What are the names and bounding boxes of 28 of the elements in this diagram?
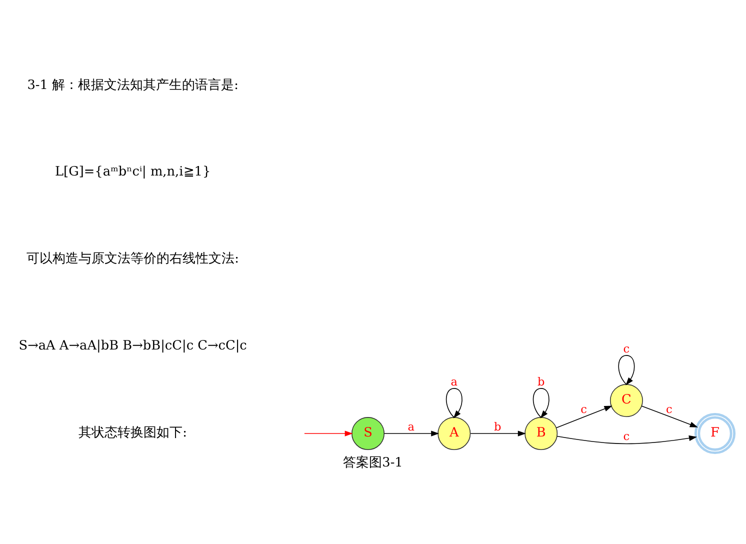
arrow: [641, 405, 698, 427]
arrow: [446, 388, 462, 418]
arrow: [532, 388, 550, 418]
edge-label: c: [580, 402, 587, 416]
edge-label: c: [623, 430, 630, 443]
edge-label: a: [450, 374, 458, 388]
arrow: [304, 430, 353, 436]
node-circle: A: [438, 416, 471, 450]
node-circle: B: [524, 416, 558, 450]
edge-label: c: [623, 342, 630, 355]
edge-label: a: [408, 420, 414, 433]
label: 其状态转换图如下:: [78, 425, 188, 440]
label: 3-1 解：根据文法知其产生的语言是:: [27, 77, 238, 92]
arrow: [556, 405, 612, 428]
label: 可以构造与原文法等价的右线性文法:: [26, 251, 240, 266]
edge-label: c: [666, 402, 672, 416]
arrow: [384, 430, 440, 436]
node-circle: S: [352, 416, 385, 450]
arrow: [470, 430, 526, 436]
arrow: [556, 434, 698, 444]
label: S→aA A→aA|bB B→bB|cC|c C→cC|c: [18, 338, 247, 354]
node-circle: F: [694, 412, 736, 454]
arrow: [618, 354, 635, 385]
edge-label: b: [538, 374, 545, 388]
label: L[G]={aᵐbⁿcⁱ| m,n,i≧1}: [54, 164, 211, 180]
caption: 答案图3-1: [343, 454, 403, 470]
edge-label: b: [494, 420, 502, 433]
node-circle: C: [610, 384, 643, 417]
